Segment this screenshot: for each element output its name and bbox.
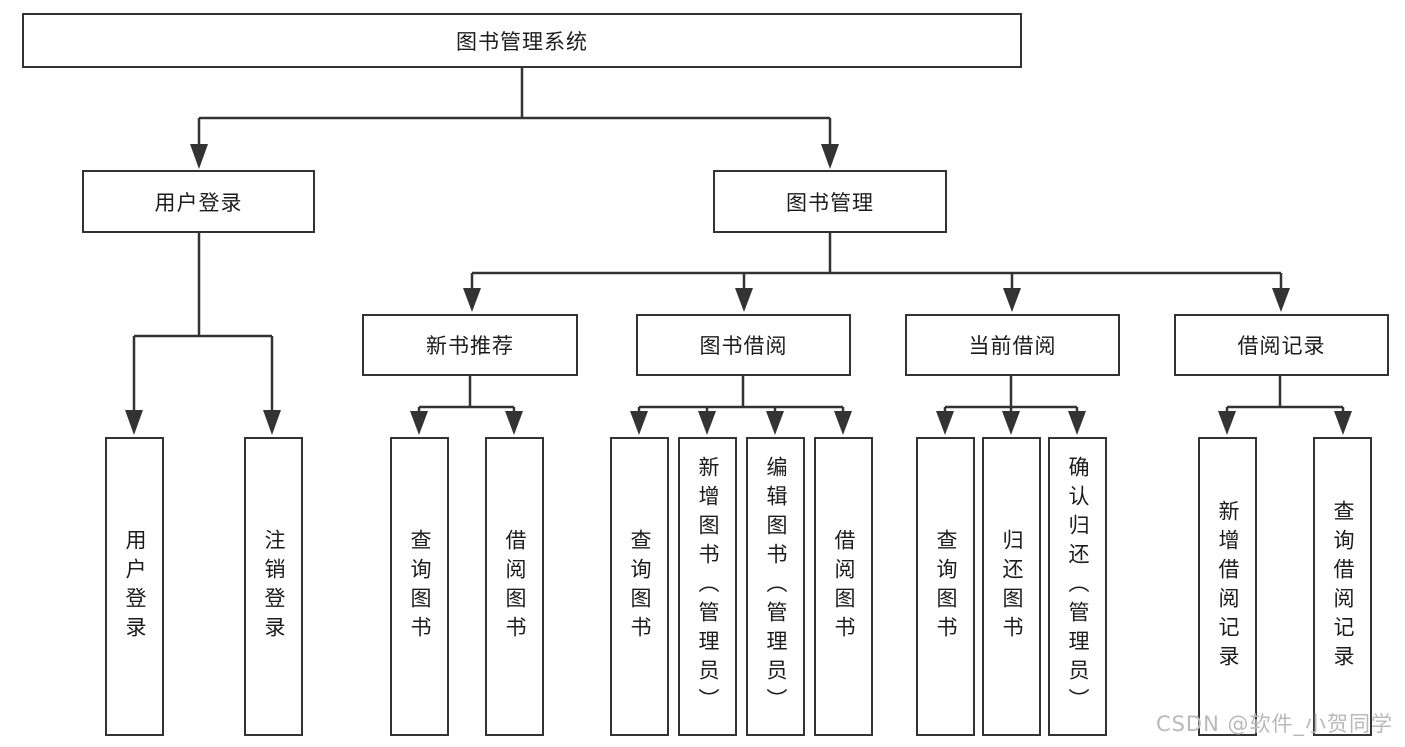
leaf-records-query-record: 查询借阅记录 [1313, 437, 1372, 736]
leaf-borrow-borrow-book-label: 借阅图书 [832, 528, 856, 645]
leaf-logout: 注销登录 [244, 437, 303, 736]
leaf-borrow-edit-book-admin-label: 编辑图书（管理员） [764, 456, 788, 717]
leaf-current-confirm-return-admin-label: 确认归还（管理员） [1066, 456, 1090, 717]
node-borrow-records-label: 借阅记录 [1237, 334, 1326, 358]
leaf-current-query-book: 查询图书 [916, 437, 975, 736]
leaf-current-query-book-label: 查询图书 [934, 528, 958, 645]
leaf-records-add-record: 新增借阅记录 [1198, 437, 1257, 736]
leaf-recommend-query-book-label: 查询图书 [408, 528, 432, 645]
leaf-borrow-add-book-admin: 新增图书（管理员） [678, 437, 737, 736]
leaf-recommend-query-book: 查询图书 [390, 437, 449, 736]
node-book-management-label: 图书管理 [786, 190, 874, 215]
node-current-borrow: 当前借阅 [905, 314, 1120, 376]
node-current-borrow-label: 当前借阅 [968, 334, 1057, 358]
leaf-borrow-add-book-admin-label: 新增图书（管理员） [696, 456, 720, 717]
node-new-book-recommend-label: 新书推荐 [426, 334, 514, 358]
leaf-user-login: 用户登录 [105, 437, 164, 736]
leaf-records-query-record-label: 查询借阅记录 [1331, 499, 1355, 674]
leaf-borrow-query-book-label: 查询图书 [628, 528, 652, 645]
node-book-borrow-label: 图书借阅 [699, 334, 788, 358]
watermark: CSDN @软件_小贺同学 [1155, 712, 1393, 736]
leaf-user-login-label: 用户登录 [123, 528, 147, 645]
node-root-library-system: 图书管理系统 [22, 13, 1022, 68]
leaf-borrow-borrow-book: 借阅图书 [814, 437, 873, 736]
leaf-recommend-borrow-book: 借阅图书 [485, 437, 544, 736]
node-book-management: 图书管理 [713, 170, 947, 233]
leaf-current-confirm-return-admin: 确认归还（管理员） [1048, 437, 1107, 736]
node-new-book-recommend: 新书推荐 [362, 314, 578, 376]
leaf-logout-label: 注销登录 [262, 528, 286, 645]
leaf-current-return-book: 归还图书 [982, 437, 1041, 736]
leaf-records-add-record-label: 新增借阅记录 [1216, 499, 1240, 674]
node-borrow-records: 借阅记录 [1174, 314, 1389, 376]
node-book-borrow: 图书借阅 [636, 314, 851, 376]
leaf-borrow-query-book: 查询图书 [610, 437, 669, 736]
node-user-login: 用户登录 [82, 170, 315, 233]
node-root-label: 图书管理系统 [456, 29, 588, 54]
leaf-recommend-borrow-book-label: 借阅图书 [503, 528, 527, 645]
node-user-login-label: 用户登录 [154, 190, 243, 215]
leaf-borrow-edit-book-admin: 编辑图书（管理员） [746, 437, 805, 736]
leaf-current-return-book-label: 归还图书 [1000, 528, 1024, 645]
